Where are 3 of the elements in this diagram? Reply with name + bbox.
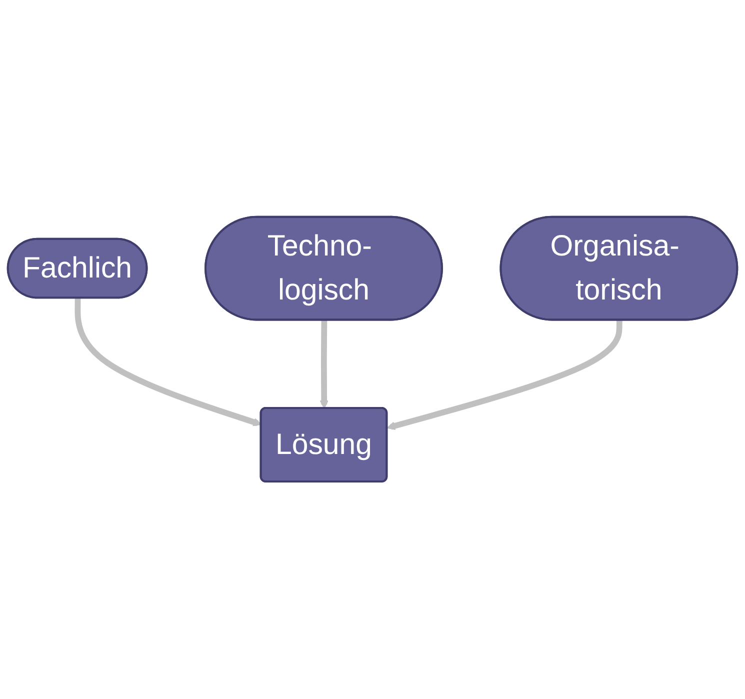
arrow [386,320,622,430]
arrow [320,320,328,410]
arrow [74,298,262,427]
